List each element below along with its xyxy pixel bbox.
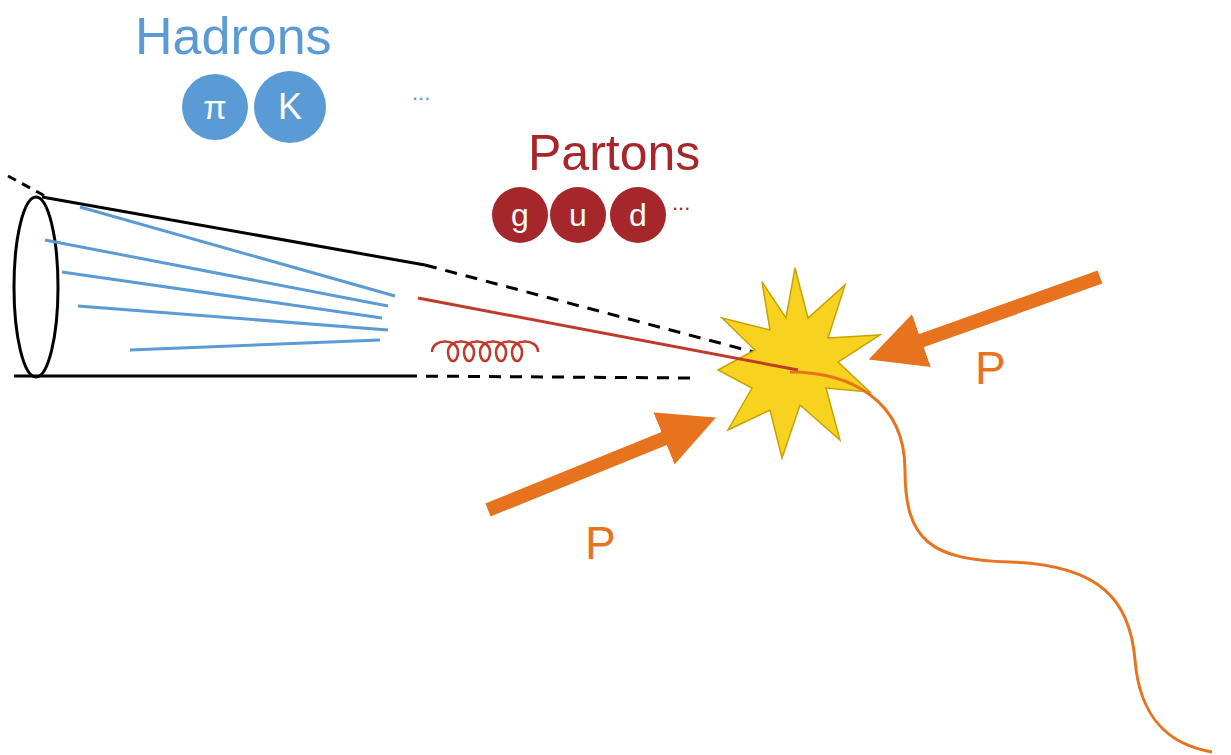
cone-dash xyxy=(8,176,45,196)
particle-circle: π xyxy=(182,74,248,140)
particle-circle: d xyxy=(610,187,666,243)
proton-label: P xyxy=(585,520,616,566)
hadron-tracks xyxy=(45,207,395,350)
particle-symbol: u xyxy=(569,199,587,231)
proton-label: P xyxy=(975,345,1006,391)
proton-arrow xyxy=(488,428,690,510)
cone-mouth xyxy=(14,197,58,377)
cone-dash xyxy=(405,376,695,378)
ellipsis: ... xyxy=(672,192,690,214)
particle-symbol: g xyxy=(511,199,529,231)
particle-circle: u xyxy=(550,187,606,243)
ellipsis: ... xyxy=(412,82,430,104)
proton-arrow xyxy=(895,277,1100,350)
particle-circle: K xyxy=(254,71,326,143)
gluon-curl xyxy=(432,342,538,362)
cone-edge xyxy=(14,375,405,378)
collision-burst xyxy=(718,268,880,458)
particle-symbol: d xyxy=(629,199,647,231)
particle-symbol: π xyxy=(203,90,226,124)
outgoing-track xyxy=(790,372,1212,752)
particle-symbol: K xyxy=(278,89,302,125)
group-title: Hadrons xyxy=(135,10,332,62)
particle-circle: g xyxy=(492,187,548,243)
parton-track xyxy=(418,298,798,370)
cone-edge xyxy=(42,197,425,265)
group-title: Partons xyxy=(528,128,700,178)
